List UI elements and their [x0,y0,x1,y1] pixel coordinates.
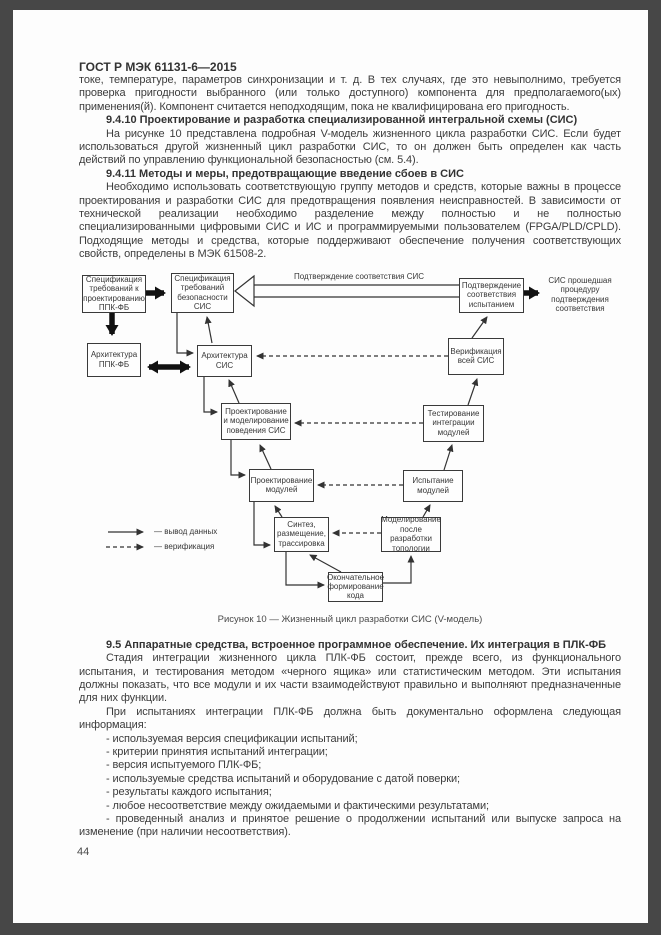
paragraph-9-4-11: Необходимо использовать соответствующую … [79,181,621,261]
box-synthesis: Синтез, размещение, трассировка [274,516,329,552]
box-final-code: Окончательное формирование кода [326,571,385,602]
list-item: - критерии принятия испытаний интеграции… [106,745,328,758]
confirmation-arrow-label: Подтверждение соответствия СИС [293,271,425,281]
box-confirm-test: Подтверждение соответствия испытанием [459,277,524,313]
list-item: - используемые средства испытаний и обор… [106,772,460,785]
paragraph-9-4-10: На рисунке 10 представлена подробная V-м… [79,127,621,167]
box-arch-plc: Архитектура ППК-ФБ [87,342,141,377]
document-header: ГОСТ Р МЭК 61131-6—2015 [79,60,237,74]
box-spec-sis: Спецификация требований безопасности СИС [171,272,234,313]
paragraph-9-5-2: При испытаниях интеграции ПЛК-ФБ должна … [79,705,621,732]
legend-solid-label: — вывод данных [154,526,218,536]
legend-arrows [106,528,144,551]
document-page: ГОСТ Р МЭК 61131-6—2015 токе, температур… [13,10,648,923]
intro-paragraph: токе, температуре, параметров синхрониза… [79,74,621,113]
diagram-arrows [105,274,540,589]
legend-dashed-label: — верификация [154,541,215,551]
heading-9-4-10: 9.4.10 Проектирование и разработка специ… [106,114,578,127]
box-design-model: Проектирование и моделирование поведения… [221,402,291,440]
figure-caption: Рисунок 10 — Жизненный цикл разработки С… [217,613,483,625]
box-module-test: Испытание модулей [403,469,463,502]
box-topology-sim: Моделирование после разработки топологии [381,515,441,553]
box-verify-sis: Верификация всей СИС [448,337,504,375]
list-item: - любое несоответствие между ожидаемыми … [106,799,489,812]
hollow-confirmation-arrow [234,274,459,307]
paragraph-9-5-1: Стадия интеграции жизненного цикла ПЛК-Ф… [79,652,621,705]
verification-arrows [256,352,448,537]
box-arch-sis: Архитектура СИС [197,344,252,377]
box-spec-plc: Спецификация требований к проектированию… [82,274,146,313]
list-item: - используемая версия спецификации испыт… [106,732,358,745]
box-integration-test: Тестирование интеграции модулей [423,404,484,442]
list-item: - результаты каждого испытания; [106,786,272,799]
heading-9-4-11: 9.4.11 Методы и меры, предотвращающие вв… [106,167,464,180]
heading-9-5: 9.5 Аппаратные средства, встроенное прог… [106,638,607,651]
elbow-connectors [176,312,415,589]
list-item: - версия испытуемого ПЛК-ФБ; [106,759,262,772]
page-number: 44 [77,846,90,858]
v-model-diagram: Спецификация требований к проектированию… [79,270,622,608]
diagonal-connectors [204,315,488,573]
thick-arrows [105,286,540,374]
list-item: - проведенный анализ и принятое решение … [79,812,621,839]
box-module-design: Проектирование модулей [249,468,314,502]
sis-output-text: СИС прошедшая процедуру подтверждения со… [548,275,612,313]
